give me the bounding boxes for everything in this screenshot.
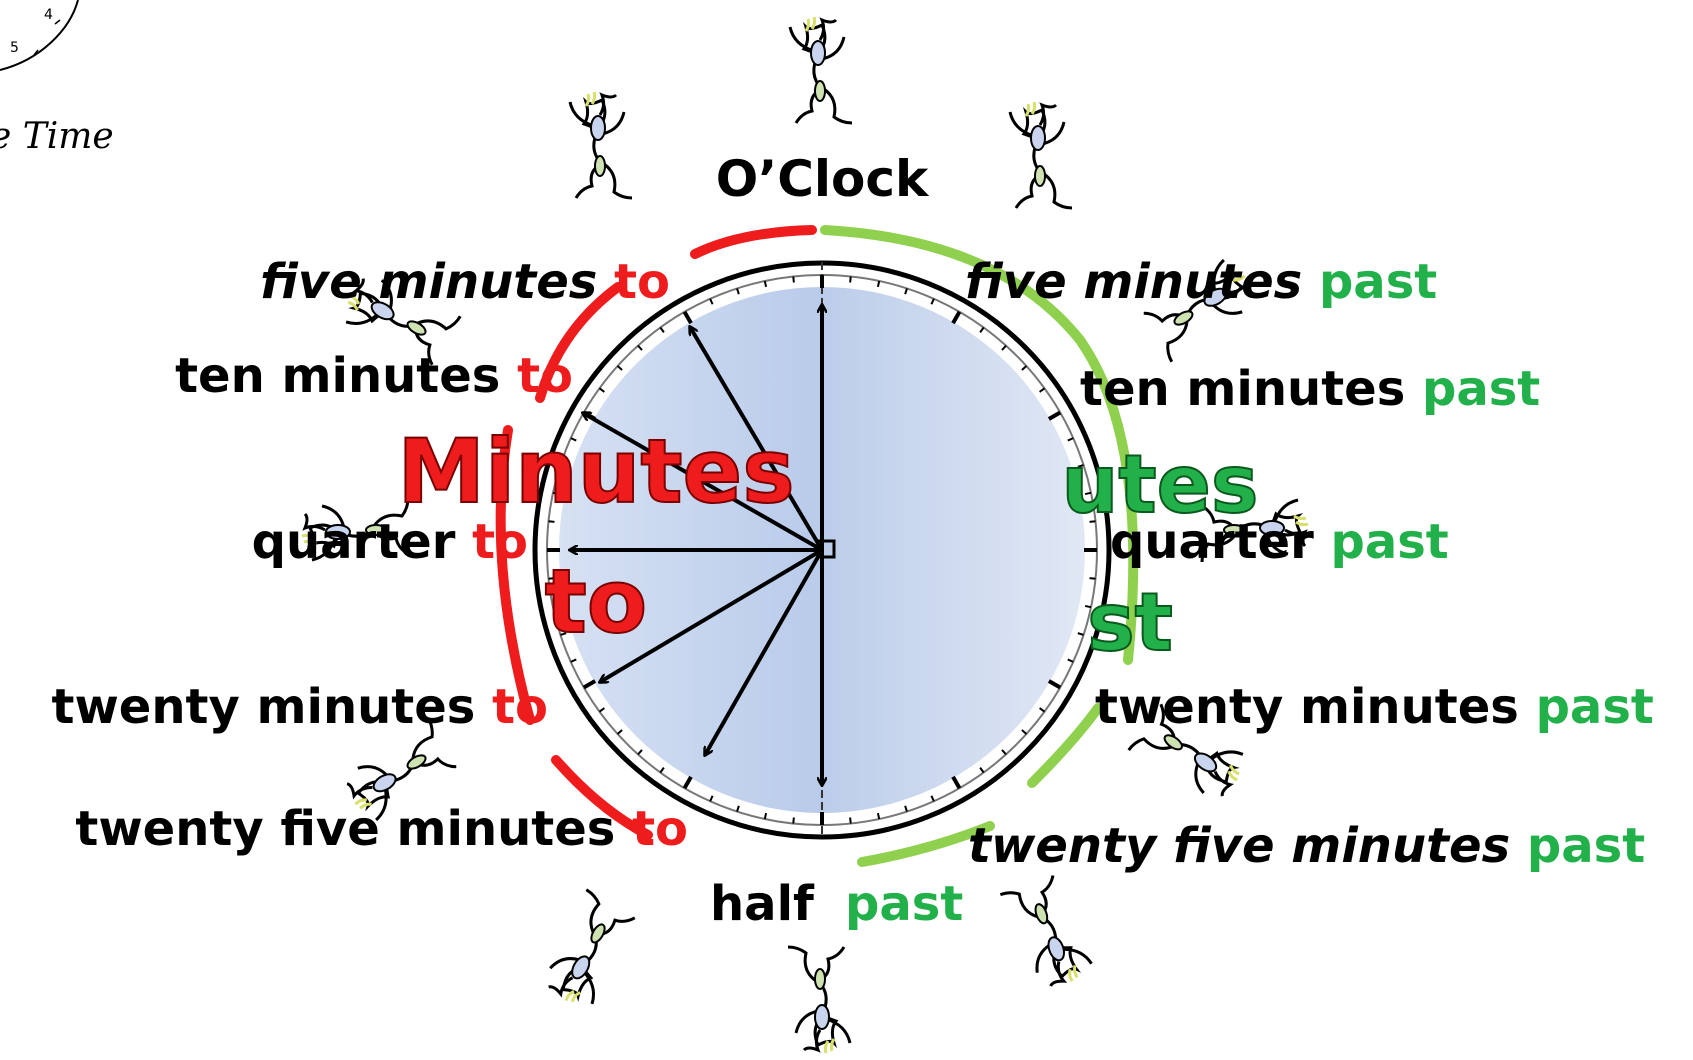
- corner-caption: e Time: [0, 116, 114, 157]
- to-label-text: five minutes: [260, 254, 597, 310]
- to-label-text: twenty minutes: [52, 679, 476, 735]
- to-suffix: to: [492, 679, 548, 735]
- past-label-row: quarter past: [1110, 514, 1449, 570]
- past-label-text: twenty minutes: [1095, 679, 1519, 735]
- half-label: half: [710, 876, 815, 932]
- to-label-row: five minutes to: [260, 254, 670, 310]
- clock-tick: [850, 277, 851, 283]
- past-suffix: past: [1536, 679, 1654, 735]
- to-suffix: to: [472, 514, 528, 570]
- past-label-text: quarter: [1110, 514, 1314, 570]
- runner-figure-icon: [1000, 873, 1095, 994]
- to-suffix: to: [517, 348, 573, 404]
- to-label-text: quarter: [252, 514, 456, 570]
- clock-tick: [793, 818, 794, 824]
- to-label-row: twenty minutes to: [52, 679, 548, 735]
- runner-figure-icon: [788, 947, 850, 1053]
- minutes-to-heading-line2: to: [545, 550, 648, 653]
- to-label-row: ten minutes to: [175, 348, 573, 404]
- corner-clock-number: 4: [44, 7, 53, 23]
- to-label-text: ten minutes: [175, 348, 500, 404]
- to-label-row: twenty five minutes to: [75, 801, 688, 857]
- past-label-row: twenty minutes past: [1095, 679, 1654, 735]
- clock-tick: [878, 813, 879, 819]
- corner-clock: 4 5 e Time: [0, 0, 114, 157]
- past-label-row: ten minutes past: [1080, 361, 1540, 417]
- face-right-half: [822, 287, 1085, 813]
- past-label-row: five minutes past: [965, 254, 1437, 310]
- clock-tick: [793, 277, 794, 283]
- minutes-to-heading: Minutes: [397, 420, 794, 523]
- past-suffix: past: [1422, 361, 1540, 417]
- runner-figure-icon: [570, 92, 632, 198]
- clock-tick: [765, 281, 766, 287]
- to-label-text: twenty five minutes: [75, 801, 615, 857]
- past-label-text: ten minutes: [1080, 361, 1405, 417]
- clock-tick: [878, 281, 879, 287]
- to-suffix: to: [632, 801, 688, 857]
- oclock-label: O’Clock: [716, 150, 930, 208]
- past-label-text: twenty five minutes: [968, 818, 1510, 874]
- past-suffix: past: [845, 876, 963, 932]
- runner-figure-icon: [790, 17, 852, 123]
- to-suffix: to: [614, 254, 670, 310]
- past-label-row: twenty five minutes past: [968, 818, 1645, 874]
- clock-tick: [765, 813, 766, 819]
- past-suffix: past: [1527, 818, 1645, 874]
- clock-tick: [850, 818, 851, 824]
- corner-clock-number: 5: [10, 40, 19, 56]
- runner-figure-icon: [533, 890, 640, 1013]
- minutes-past-heading-line2: st: [1087, 576, 1173, 669]
- past-label-text: five minutes: [965, 254, 1302, 310]
- to-label-row: quarter to: [252, 514, 528, 570]
- past-suffix: past: [1330, 514, 1448, 570]
- past-suffix: past: [1319, 254, 1437, 310]
- half-past-label: half past: [710, 876, 963, 932]
- runner-figure-icon: [1010, 102, 1072, 208]
